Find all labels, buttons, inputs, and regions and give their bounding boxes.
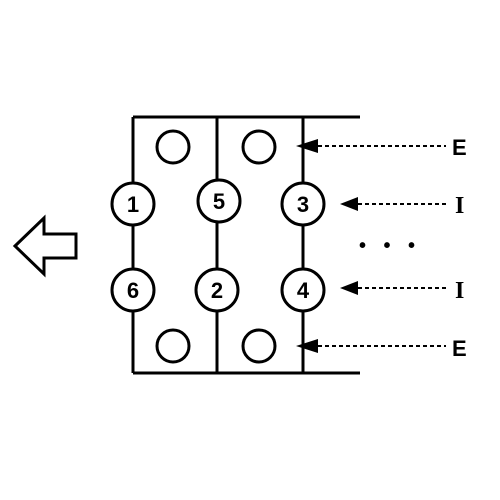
intake-lower-pointer [340,281,446,295]
bolt-4-label: 4 [297,278,310,303]
exhaust-top-pointer [296,139,446,153]
bolt-1-label: 1 [127,192,139,217]
front-arrow-icon [12,214,78,278]
bolt-6-label: 6 [127,278,139,303]
bolt-5: 5 [196,178,242,224]
intake-upper-label: I [455,193,464,219]
exhaust-bottom-label: E [452,336,467,361]
bolt-3-label: 3 [297,192,309,217]
continuation-dots: • • • [359,235,421,257]
valve-port-bottom-left [155,328,191,364]
exhaust-bottom-pointer [296,339,446,353]
bolt-1: 1 [110,181,156,227]
bolt-2: 2 [194,267,240,313]
valve-port-top-right [241,129,277,165]
intake-upper-pointer [340,197,446,211]
valve-port-top-left [155,129,191,165]
valve-port-bottom-right [241,328,277,364]
intake-lower-label: I [455,278,464,304]
head-outline [131,115,360,375]
exhaust-top-label: E [452,135,467,160]
bolt-4: 4 [280,267,326,313]
bolt-2-label: 2 [211,278,223,303]
bolt-5-label: 5 [213,189,225,214]
bolt-3: 3 [280,181,326,227]
bolt-6: 6 [110,267,156,313]
